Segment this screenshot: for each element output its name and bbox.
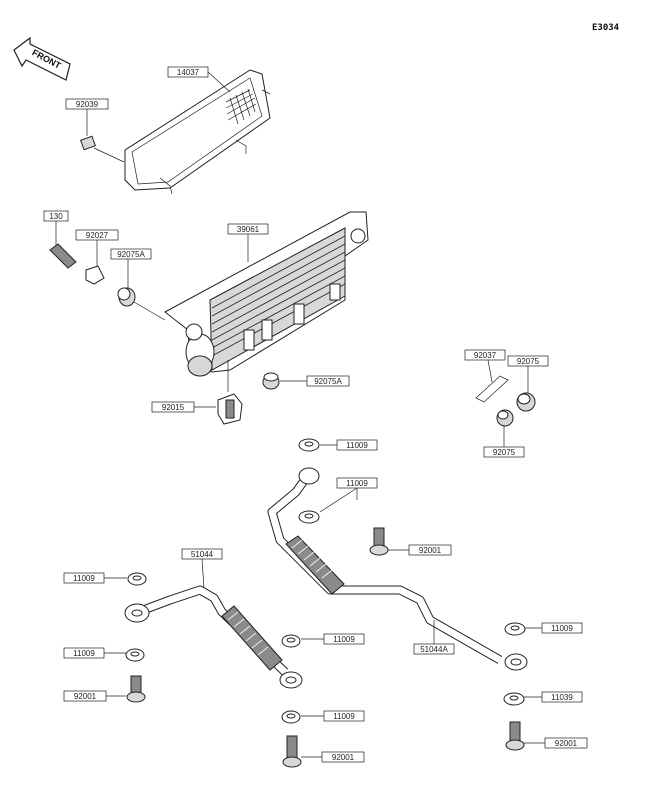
- bracket-92015-part: [217, 360, 243, 425]
- clip-92037-part: [475, 375, 509, 403]
- label-92037: 92037: [464, 349, 506, 383]
- oil-cooler-part: [164, 211, 369, 377]
- diagram-code: E3034: [592, 23, 620, 33]
- label-92015: 92015: [151, 401, 216, 413]
- washer-11009-e-part: [281, 634, 301, 648]
- label-92075-bottom: 92075: [483, 426, 525, 458]
- label-92039: 92039: [65, 98, 109, 136]
- svg-text:130: 130: [49, 212, 63, 221]
- label-92001-c: 92001: [301, 751, 365, 763]
- svg-text:92075: 92075: [493, 448, 516, 457]
- svg-text:92027: 92027: [86, 231, 109, 240]
- svg-text:11009: 11009: [346, 479, 368, 488]
- label-11009-f: 11009: [301, 710, 365, 722]
- svg-text:92039: 92039: [76, 100, 99, 109]
- svg-text:92001: 92001: [419, 546, 442, 555]
- svg-text:92075A: 92075A: [117, 250, 145, 259]
- label-92075-top: 92075: [507, 355, 549, 393]
- grommet-92075A-left-part: [117, 287, 166, 321]
- banjo-bolt-92001-b-part: [126, 675, 146, 703]
- oil-cooler-guard-part: [124, 69, 271, 195]
- label-11039: 11039: [524, 691, 583, 703]
- label-51044A: 51044A: [413, 620, 455, 655]
- svg-text:92001: 92001: [555, 739, 578, 748]
- banjo-bolt-92001-c-part: [282, 735, 302, 768]
- svg-text:11009: 11009: [73, 649, 95, 658]
- grommet-92075-top-part: [516, 392, 536, 412]
- label-11009-b: 11009: [319, 477, 378, 513]
- svg-text:11039: 11039: [551, 693, 573, 702]
- oil-hose-51044-part: [124, 585, 303, 689]
- label-11009-c: 11009: [63, 572, 127, 584]
- svg-text:51044A: 51044A: [420, 645, 448, 654]
- bolt-92039-part: [80, 135, 125, 163]
- grommet-92075A-mid-part: [262, 372, 280, 390]
- bolt-130-part: [49, 243, 77, 269]
- label-11009-g: 11009: [525, 622, 583, 634]
- washer-11009-c-part: [127, 572, 147, 586]
- svg-text:14037: 14037: [177, 68, 200, 77]
- label-39061: 39061: [227, 223, 269, 262]
- washer-11009-f-part: [281, 710, 301, 724]
- collar-92027-part: [85, 265, 105, 285]
- banjo-bolt-92001-d-part: [505, 721, 525, 751]
- label-92001-a: 92001: [388, 544, 452, 556]
- label-92075A-left: 92075A: [110, 248, 152, 288]
- svg-text:92075A: 92075A: [314, 377, 342, 386]
- grommet-92075-bottom-part: [496, 409, 514, 427]
- label-14037: 14037: [167, 66, 231, 93]
- svg-text:11009: 11009: [73, 574, 95, 583]
- svg-text:92075: 92075: [517, 357, 540, 366]
- label-11009-e: 11009: [301, 633, 365, 645]
- label-92027: 92027: [75, 229, 119, 266]
- svg-text:11009: 11009: [333, 635, 355, 644]
- label-51044: 51044: [181, 548, 223, 589]
- label-11009-a: 11009: [320, 439, 378, 451]
- oil-hose-51044A-part: [267, 467, 528, 671]
- front-arrow-icon: FRONT: [13, 36, 71, 81]
- label-92001-d: 92001: [524, 737, 588, 749]
- washer-11009-b-part: [298, 510, 320, 524]
- label-92075A-mid: 92075A: [280, 375, 350, 387]
- svg-text:92037: 92037: [474, 351, 497, 360]
- washer-11009-a-part: [298, 438, 320, 452]
- washer-11039-part: [503, 692, 525, 706]
- washer-11009-d-part: [125, 648, 145, 662]
- label-92001-b: 92001: [63, 690, 126, 702]
- svg-text:11009: 11009: [551, 624, 573, 633]
- svg-text:11009: 11009: [333, 712, 355, 721]
- banjo-bolt-92001-a-part: [369, 527, 389, 556]
- svg-text:92015: 92015: [162, 403, 185, 412]
- svg-text:39061: 39061: [237, 225, 260, 234]
- svg-text:51044: 51044: [191, 550, 214, 559]
- label-11009-d: 11009: [63, 647, 126, 659]
- svg-text:92001: 92001: [332, 753, 355, 762]
- svg-text:11009: 11009: [346, 441, 368, 450]
- svg-text:92001: 92001: [74, 692, 97, 701]
- label-130: 130: [43, 210, 69, 246]
- washer-11009-g-part: [504, 622, 526, 636]
